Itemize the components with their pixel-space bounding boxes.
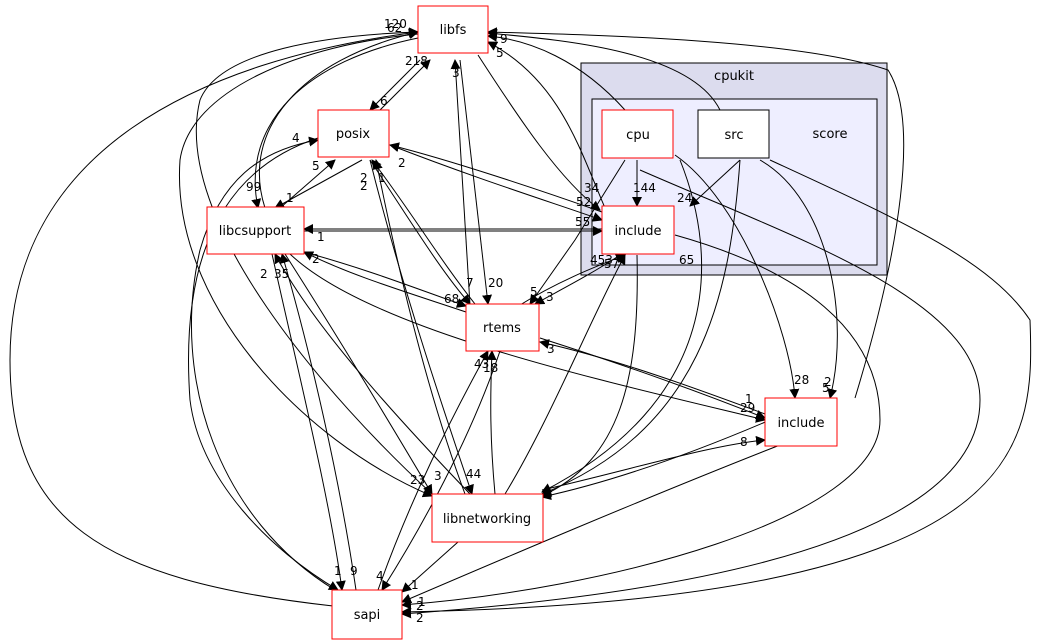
node-include[interactable]: include [764,397,838,447]
node-src[interactable]: src [697,109,770,159]
node-libcsupport-label: libcsupport [219,224,292,239]
edge-label: 2 [398,156,406,170]
edge-label: 9 [500,32,508,46]
edge-label: 218 [405,54,428,68]
node-libfs[interactable]: libfs [417,5,489,54]
edge-label: 28 [794,373,809,387]
edge-label: 2 [824,375,832,389]
edge-label: 2 [360,179,368,193]
edge-label: 34 [584,181,599,195]
edge-label: 144 [633,181,656,195]
edge-label: 2 [260,267,268,281]
edge-label: 65 [679,253,694,267]
edge-label: 1 [418,595,426,609]
edge-label: 55 [575,215,590,229]
edge-label: 68 [444,292,459,306]
edge-label: 2 [416,611,424,625]
node-libfs-label: libfs [440,23,467,38]
edge-label: 29 [740,401,755,415]
edge-label: 24 [677,191,692,205]
edge-labels: 120 62 218 6 3 9 5 4 5 2 1 2 2 99 1 34 5… [246,17,832,625]
edge-label: 3 [547,342,555,356]
node-include-score-label: include [614,224,661,239]
edge-label: 1 [411,578,419,592]
edge-label: 3 [452,66,460,80]
node-rtems[interactable]: rtems [465,303,540,352]
node-posix-label: posix [336,127,371,142]
edge-label: 43 [474,357,489,371]
node-posix[interactable]: posix [317,109,390,158]
edge-label: 5 [312,159,320,173]
cluster-cpukit-label: cpukit [714,69,754,84]
edge-label: 1 [378,171,386,185]
edges [9,27,1032,619]
edge-label: 3 [546,290,554,304]
edge-label: 1 [286,191,294,205]
edge-label: 57 [604,257,619,271]
edge-label: 18 [483,361,498,375]
edge-label: 3 [434,469,442,483]
edge-label: 23 [410,473,425,487]
edge-label: 120 [384,17,407,31]
edge-label: 2 [416,599,424,613]
node-include-label: include [777,416,824,431]
edge-label: 99 [246,180,261,194]
node-rtems-label: rtems [483,321,521,336]
node-src-label: src [725,128,744,143]
edge-label: 9 [350,564,358,578]
edge-label: 20 [488,276,503,290]
edge-label: 4 [376,569,384,583]
cluster-score-label: score [813,127,848,142]
node-sapi-label: sapi [354,608,381,623]
node-sapi[interactable]: sapi [331,589,403,640]
edge-label: 1 [317,230,325,244]
edge-label: 52 [576,195,591,209]
edge-label: 44 [466,467,481,481]
edge-label: 1 [745,392,753,406]
edge-label: 5 [822,381,830,395]
node-libnetworking-label: libnetworking [443,512,531,527]
edge-label: 62 [387,21,402,35]
edge-label: 5 [530,285,538,299]
edge-label: 2 [312,252,320,266]
edge-label: 7 [466,276,474,290]
edge-label: 5 [496,46,504,60]
edge-label: 6 [380,94,388,108]
node-libnetworking[interactable]: libnetworking [431,493,544,543]
edge-label: 8 [740,435,748,449]
node-cpu[interactable]: cpu [601,109,674,159]
edge-label: 2 [360,171,368,185]
edge-label: 453 [590,253,613,267]
node-cpu-label: cpu [626,128,650,143]
edge-label: 4 [292,131,300,145]
edge-label: 35 [274,267,289,281]
node-libcsupport[interactable]: libcsupport [206,206,305,255]
edge-label: 1 [334,564,342,578]
node-include-score[interactable]: include [601,205,675,255]
